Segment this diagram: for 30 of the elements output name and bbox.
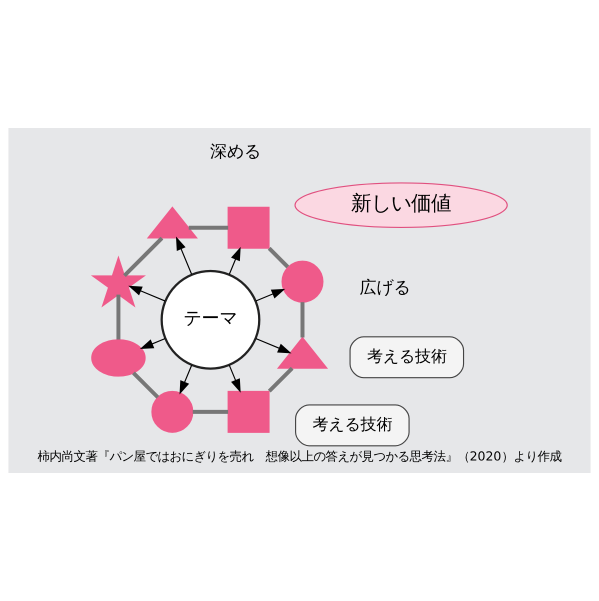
- node-circle: [151, 390, 194, 433]
- arrow: [228, 246, 241, 275]
- arrow: [228, 365, 241, 393]
- connector: [123, 236, 164, 278]
- node-ellipse: 新しい価値: [294, 182, 508, 228]
- node-box: 考える技術: [295, 404, 410, 446]
- node-triangle: [146, 206, 198, 239]
- connector: [116, 294, 120, 340]
- node-star: [90, 255, 146, 308]
- arrow: [176, 236, 192, 275]
- connector: [192, 410, 228, 414]
- connector: [268, 246, 290, 268]
- node-cloud: [91, 339, 146, 377]
- arrow: [256, 288, 286, 302]
- arrow: [128, 286, 166, 302]
- node-circle: [282, 260, 324, 303]
- arrow: [140, 338, 166, 350]
- connector: [268, 366, 294, 393]
- node-box: 考える技術: [350, 336, 464, 378]
- connector: [188, 226, 228, 230]
- arrow: [256, 338, 292, 354]
- node-circle: テーマ: [160, 270, 260, 370]
- arrow: [180, 365, 192, 395]
- label: 広げる: [360, 278, 411, 298]
- caption: 柿内尚文著『パン屋ではおにぎりを売れ 想像以上の答えが見つかる思考法』（2020）より作成: [38, 448, 562, 464]
- node-box: [228, 390, 270, 433]
- node-box: [228, 206, 270, 249]
- connector: [132, 372, 160, 399]
- connector: [300, 302, 304, 338]
- label: 深める: [210, 142, 261, 162]
